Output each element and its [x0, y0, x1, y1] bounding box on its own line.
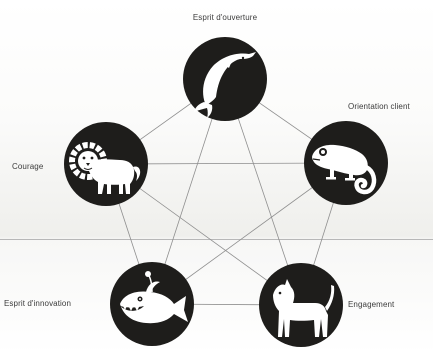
value-node-dolphin	[183, 37, 267, 121]
chameleon-icon	[304, 121, 388, 205]
value-node-lion	[64, 122, 148, 206]
anglerfish-icon	[110, 262, 194, 346]
label-engagement: Engagement	[348, 300, 394, 310]
dolphin-icon	[183, 37, 267, 121]
lion-icon	[64, 122, 148, 206]
value-node-anglerfish	[110, 262, 194, 346]
label-esprit-innovation: Esprit d'innovation	[4, 299, 71, 309]
value-node-dog	[259, 263, 343, 347]
label-orientation-client: Orientation client	[348, 102, 410, 112]
dog-icon	[259, 263, 343, 347]
label-esprit-ouverture: Esprit d'ouverture	[186, 13, 264, 23]
value-node-chameleon	[304, 121, 388, 205]
label-courage: Courage	[12, 162, 43, 172]
